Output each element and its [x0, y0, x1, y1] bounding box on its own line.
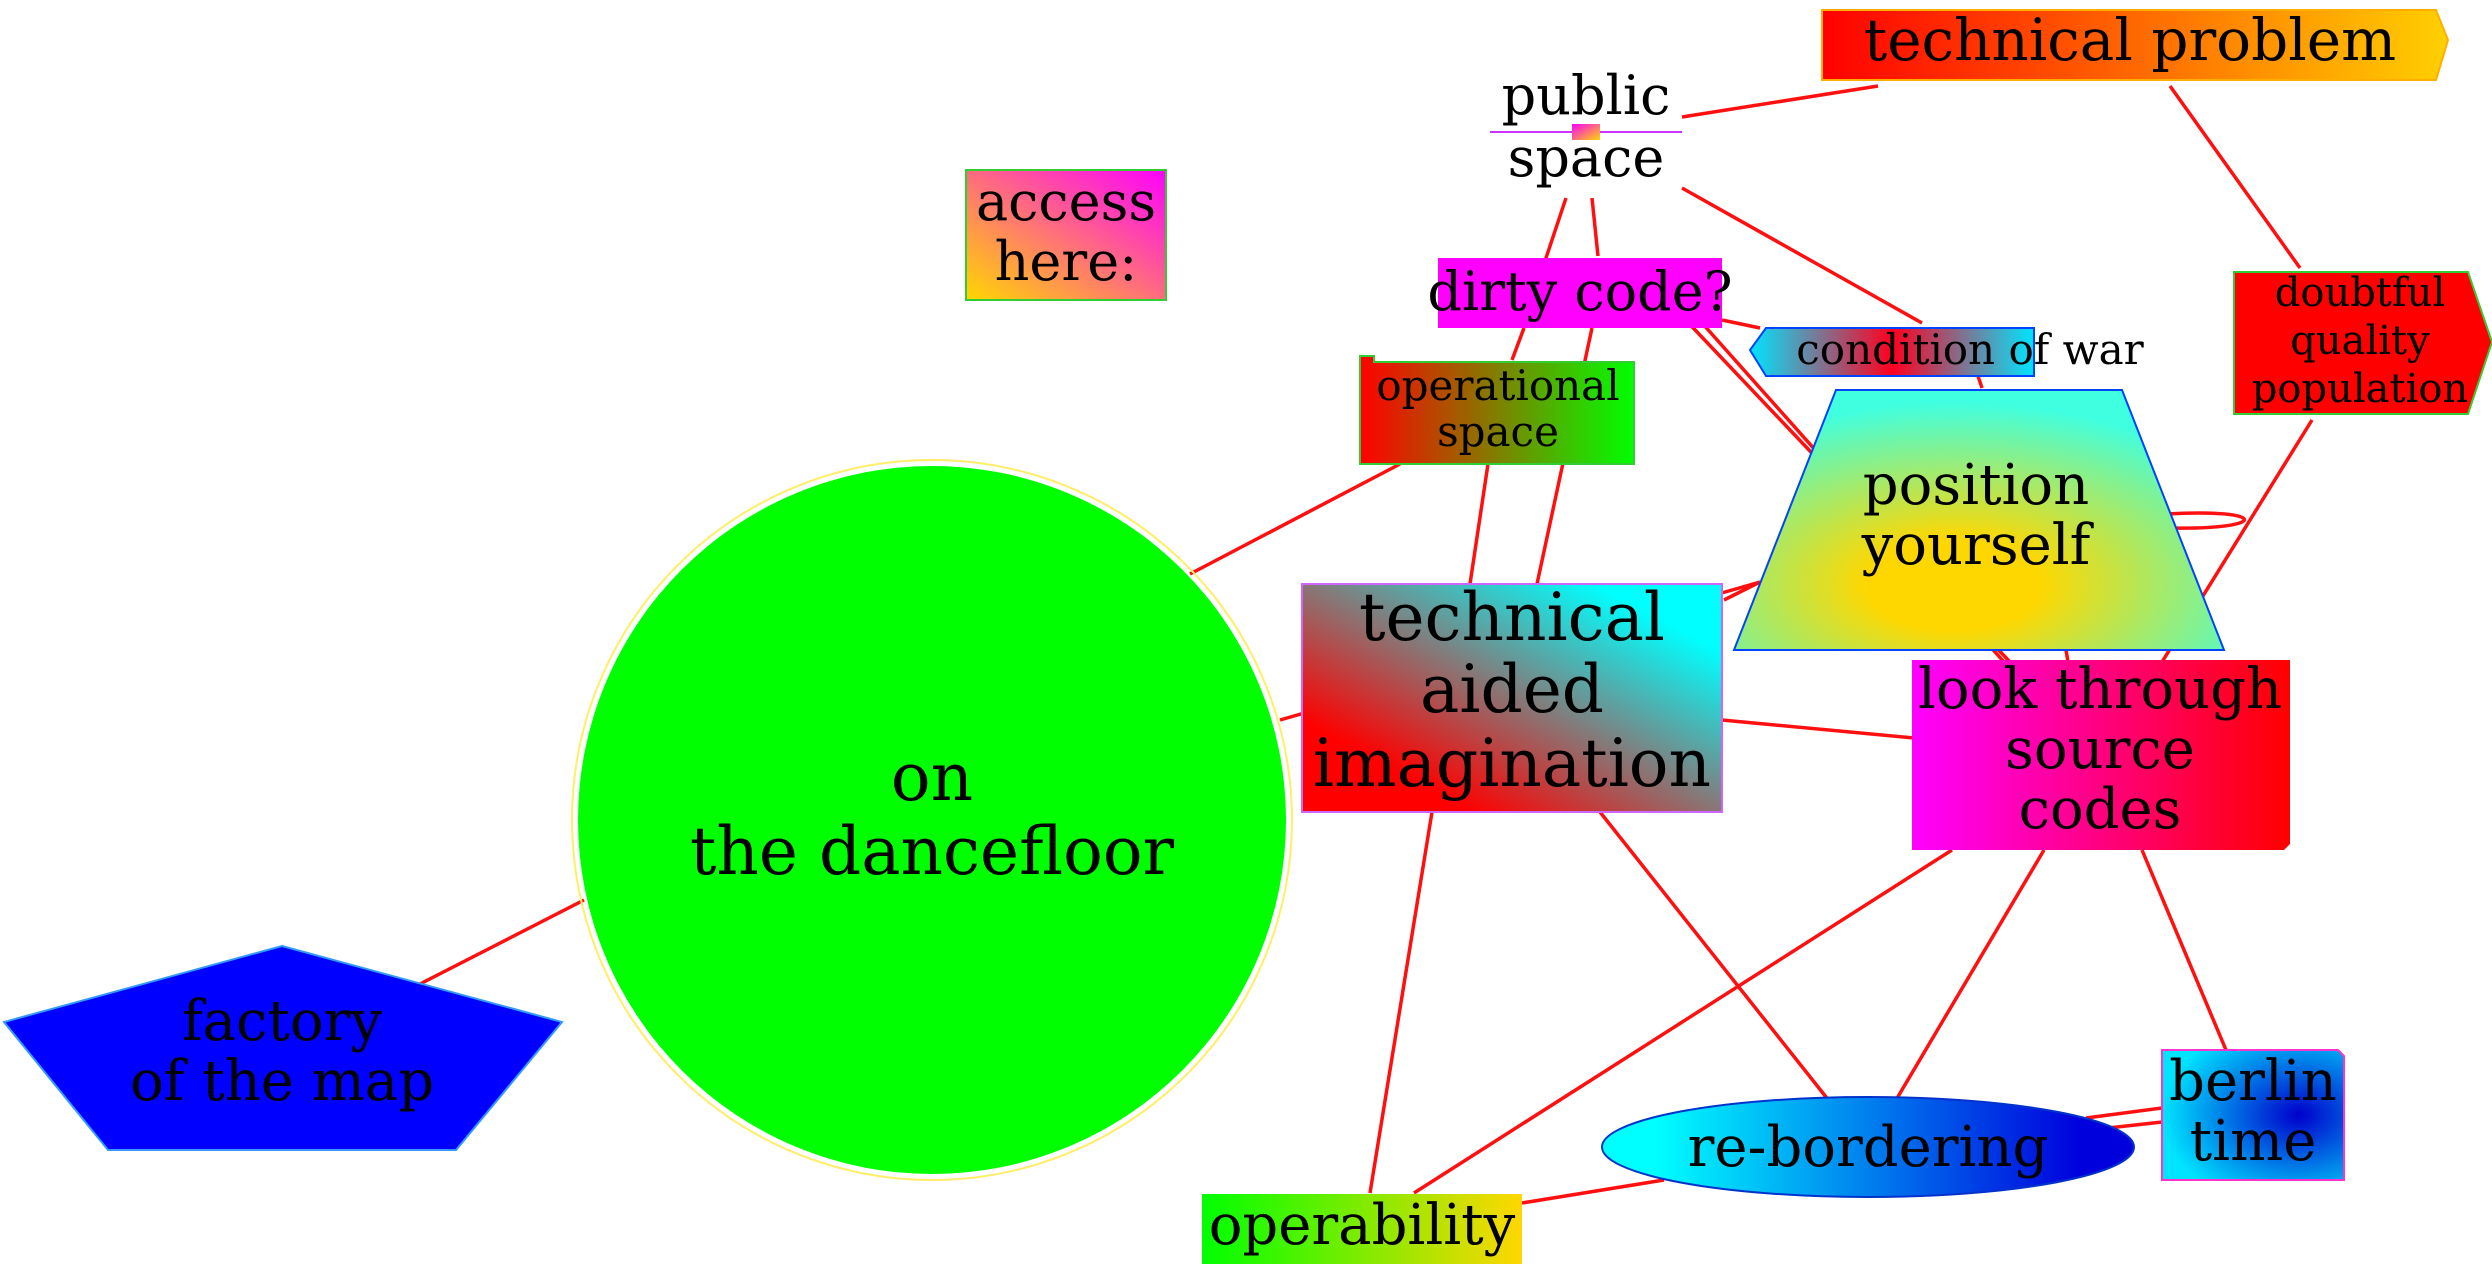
node-label-line-1: access	[976, 170, 1156, 233]
node-operational-space[interactable]: operational space	[1359, 355, 1635, 465]
edge-look-rebordering	[1894, 849, 2046, 1101]
node-label-line-2: yourself	[1861, 513, 2095, 578]
node-label-line-2: aided	[1420, 651, 1604, 728]
node-label: condition of war	[1796, 325, 2144, 374]
edge-dirty-opspace	[1510, 327, 1526, 361]
edge-aided-operability	[1368, 811, 1434, 1194]
node-label-line-2: quality	[2290, 318, 2430, 364]
node-label-line-1: position	[1863, 453, 2089, 518]
node-condition-of-war[interactable]: condition of war	[1748, 325, 2145, 377]
node-label-line-2: the dancefloor	[690, 813, 1175, 890]
edge-public-dirty	[1542, 197, 1568, 265]
edge-public-dirty-2	[1590, 197, 1600, 257]
edge-dirty-war	[1721, 318, 1761, 330]
edge-opspace-aided	[1468, 463, 1490, 585]
node-label-line-2: space	[1508, 126, 1665, 189]
edge-opspace-dance	[1189, 462, 1401, 576]
node-label-line-3: population	[2252, 366, 2468, 412]
node-technical-problem[interactable]: technical problem	[1821, 6, 2450, 81]
node-label-line-1: operational	[1376, 361, 1619, 410]
edge-look-operability	[1413, 848, 1953, 1195]
node-doubtful-quality[interactable]: doubtful quality population	[2233, 270, 2492, 415]
node-operability[interactable]: operability	[1202, 1193, 1522, 1264]
node-dirty-code[interactable]: dirty code?	[1427, 258, 1733, 328]
node-factory-of-the-map[interactable]: factory of the map	[2, 944, 564, 1151]
node-access-here[interactable]: access here:	[965, 169, 1167, 301]
edge-rebordering-operability	[1521, 1178, 1665, 1205]
node-label-line-2: time	[2190, 1109, 2317, 1174]
node-technical-aided-imagination[interactable]: technical aided imagination	[1301, 579, 1723, 813]
node-berlin-time[interactable]: berlin time	[2161, 1049, 2345, 1181]
node-label: re-bordering	[1688, 1115, 2049, 1180]
node-label: technical problem	[1864, 6, 2396, 74]
edge-look-berlin	[2140, 849, 2228, 1051]
node-label-line-1: doubtful	[2275, 270, 2446, 316]
node-re-bordering[interactable]: re-bordering	[1601, 1096, 2135, 1198]
node-label-line-1: factory	[182, 989, 382, 1054]
node-label-line-3: imagination	[1313, 725, 1711, 802]
edge-war-position	[1976, 375, 1984, 389]
node-look-through-source-codes[interactable]: look through source codes	[1912, 657, 2290, 850]
node-label-line-1: technical	[1359, 579, 1665, 656]
edge-dance-factory	[419, 898, 585, 986]
edge-techproblem-doubtful	[2168, 84, 2302, 270]
node-label-line-1: on	[891, 739, 973, 816]
node-label-line-1: public	[1502, 64, 1671, 127]
edge-aided-rebordering	[1598, 810, 1832, 1104]
node-label-line-2: space	[1437, 407, 1559, 456]
node-label-line-1: look through	[1918, 657, 2282, 722]
node-public-space[interactable]: public space	[1490, 64, 1682, 189]
node-label-line-2: source	[2005, 717, 2195, 782]
node-on-the-dancefloor[interactable]: on the dancefloor	[571, 459, 1293, 1181]
node-position-yourself[interactable]: position yourself	[1732, 389, 2226, 651]
edge-aided-look	[1721, 718, 1915, 740]
edge-public-techproblem	[1681, 84, 1879, 119]
node-label-line-2: here:	[995, 230, 1138, 293]
node-label: operability	[1209, 1193, 1516, 1258]
node-label: dirty code?	[1427, 260, 1732, 323]
node-label-line-2: of the map	[130, 1049, 434, 1114]
node-label-line-3: codes	[2019, 777, 2182, 842]
edge-rebordering-berlin-1	[2085, 1106, 2163, 1120]
edge-public-war	[1681, 186, 1923, 325]
edge-position-selfloop	[2165, 511, 2247, 530]
node-label-line-1: berlin	[2169, 1049, 2337, 1114]
